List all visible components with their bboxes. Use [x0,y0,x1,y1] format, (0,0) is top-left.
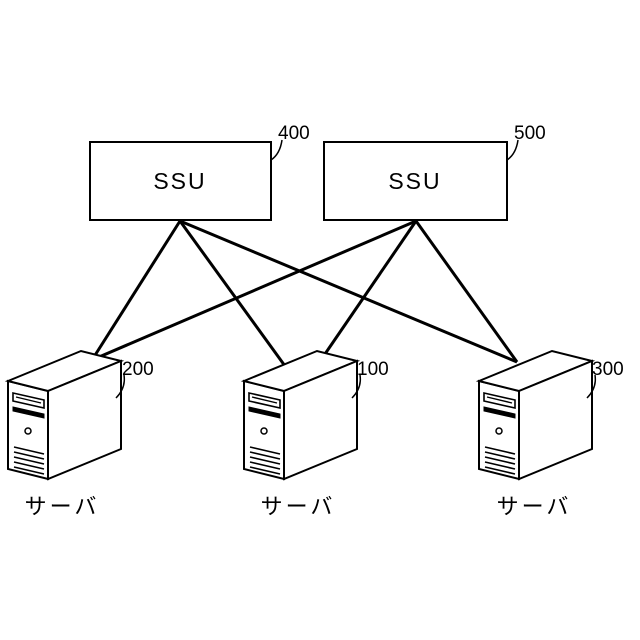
link-400-200 [92,221,180,360]
server-100: 100 サーバ [244,351,389,520]
connections [92,221,517,366]
ref-number: 500 [514,123,546,144]
server-caption: サーバ [261,495,336,520]
ssu-unit-500: SSU 500 [324,123,546,220]
ref-number: 200 [122,359,154,380]
server-icon [479,351,592,479]
server-icon [244,351,357,479]
ssu-label: SSU [388,168,441,194]
server-caption: サーバ [25,495,100,520]
ref-number: 100 [357,359,389,380]
ssu-label: SSU [153,168,206,194]
server-icon [8,351,121,479]
ref-number: 400 [278,123,310,144]
server-300: 300 サーバ [479,351,624,520]
server-caption: サーバ [497,495,572,520]
server-200: 200 サーバ [8,351,154,520]
ssu-unit-400: SSU 400 [90,123,310,220]
ref-number: 300 [592,359,624,380]
